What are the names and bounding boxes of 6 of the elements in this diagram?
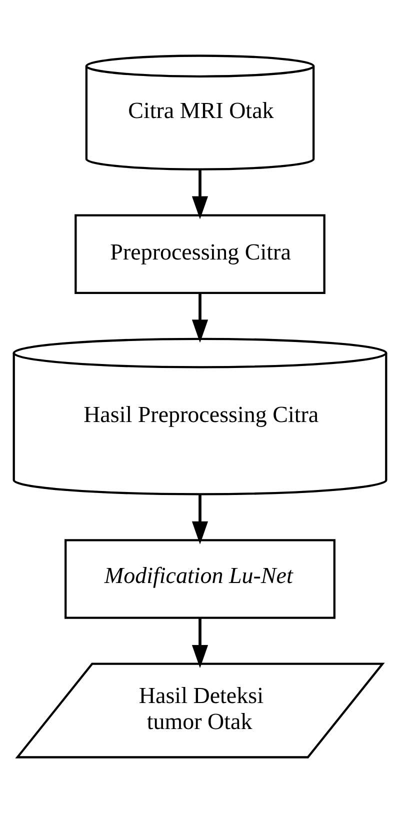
arrow	[192, 170, 208, 220]
node-box: Modification Lu-Net	[64, 539, 336, 619]
arrow	[192, 494, 208, 544]
node-box: Preprocessing Citra	[74, 214, 326, 294]
arrow	[192, 618, 208, 668]
arrow	[192, 292, 208, 343]
